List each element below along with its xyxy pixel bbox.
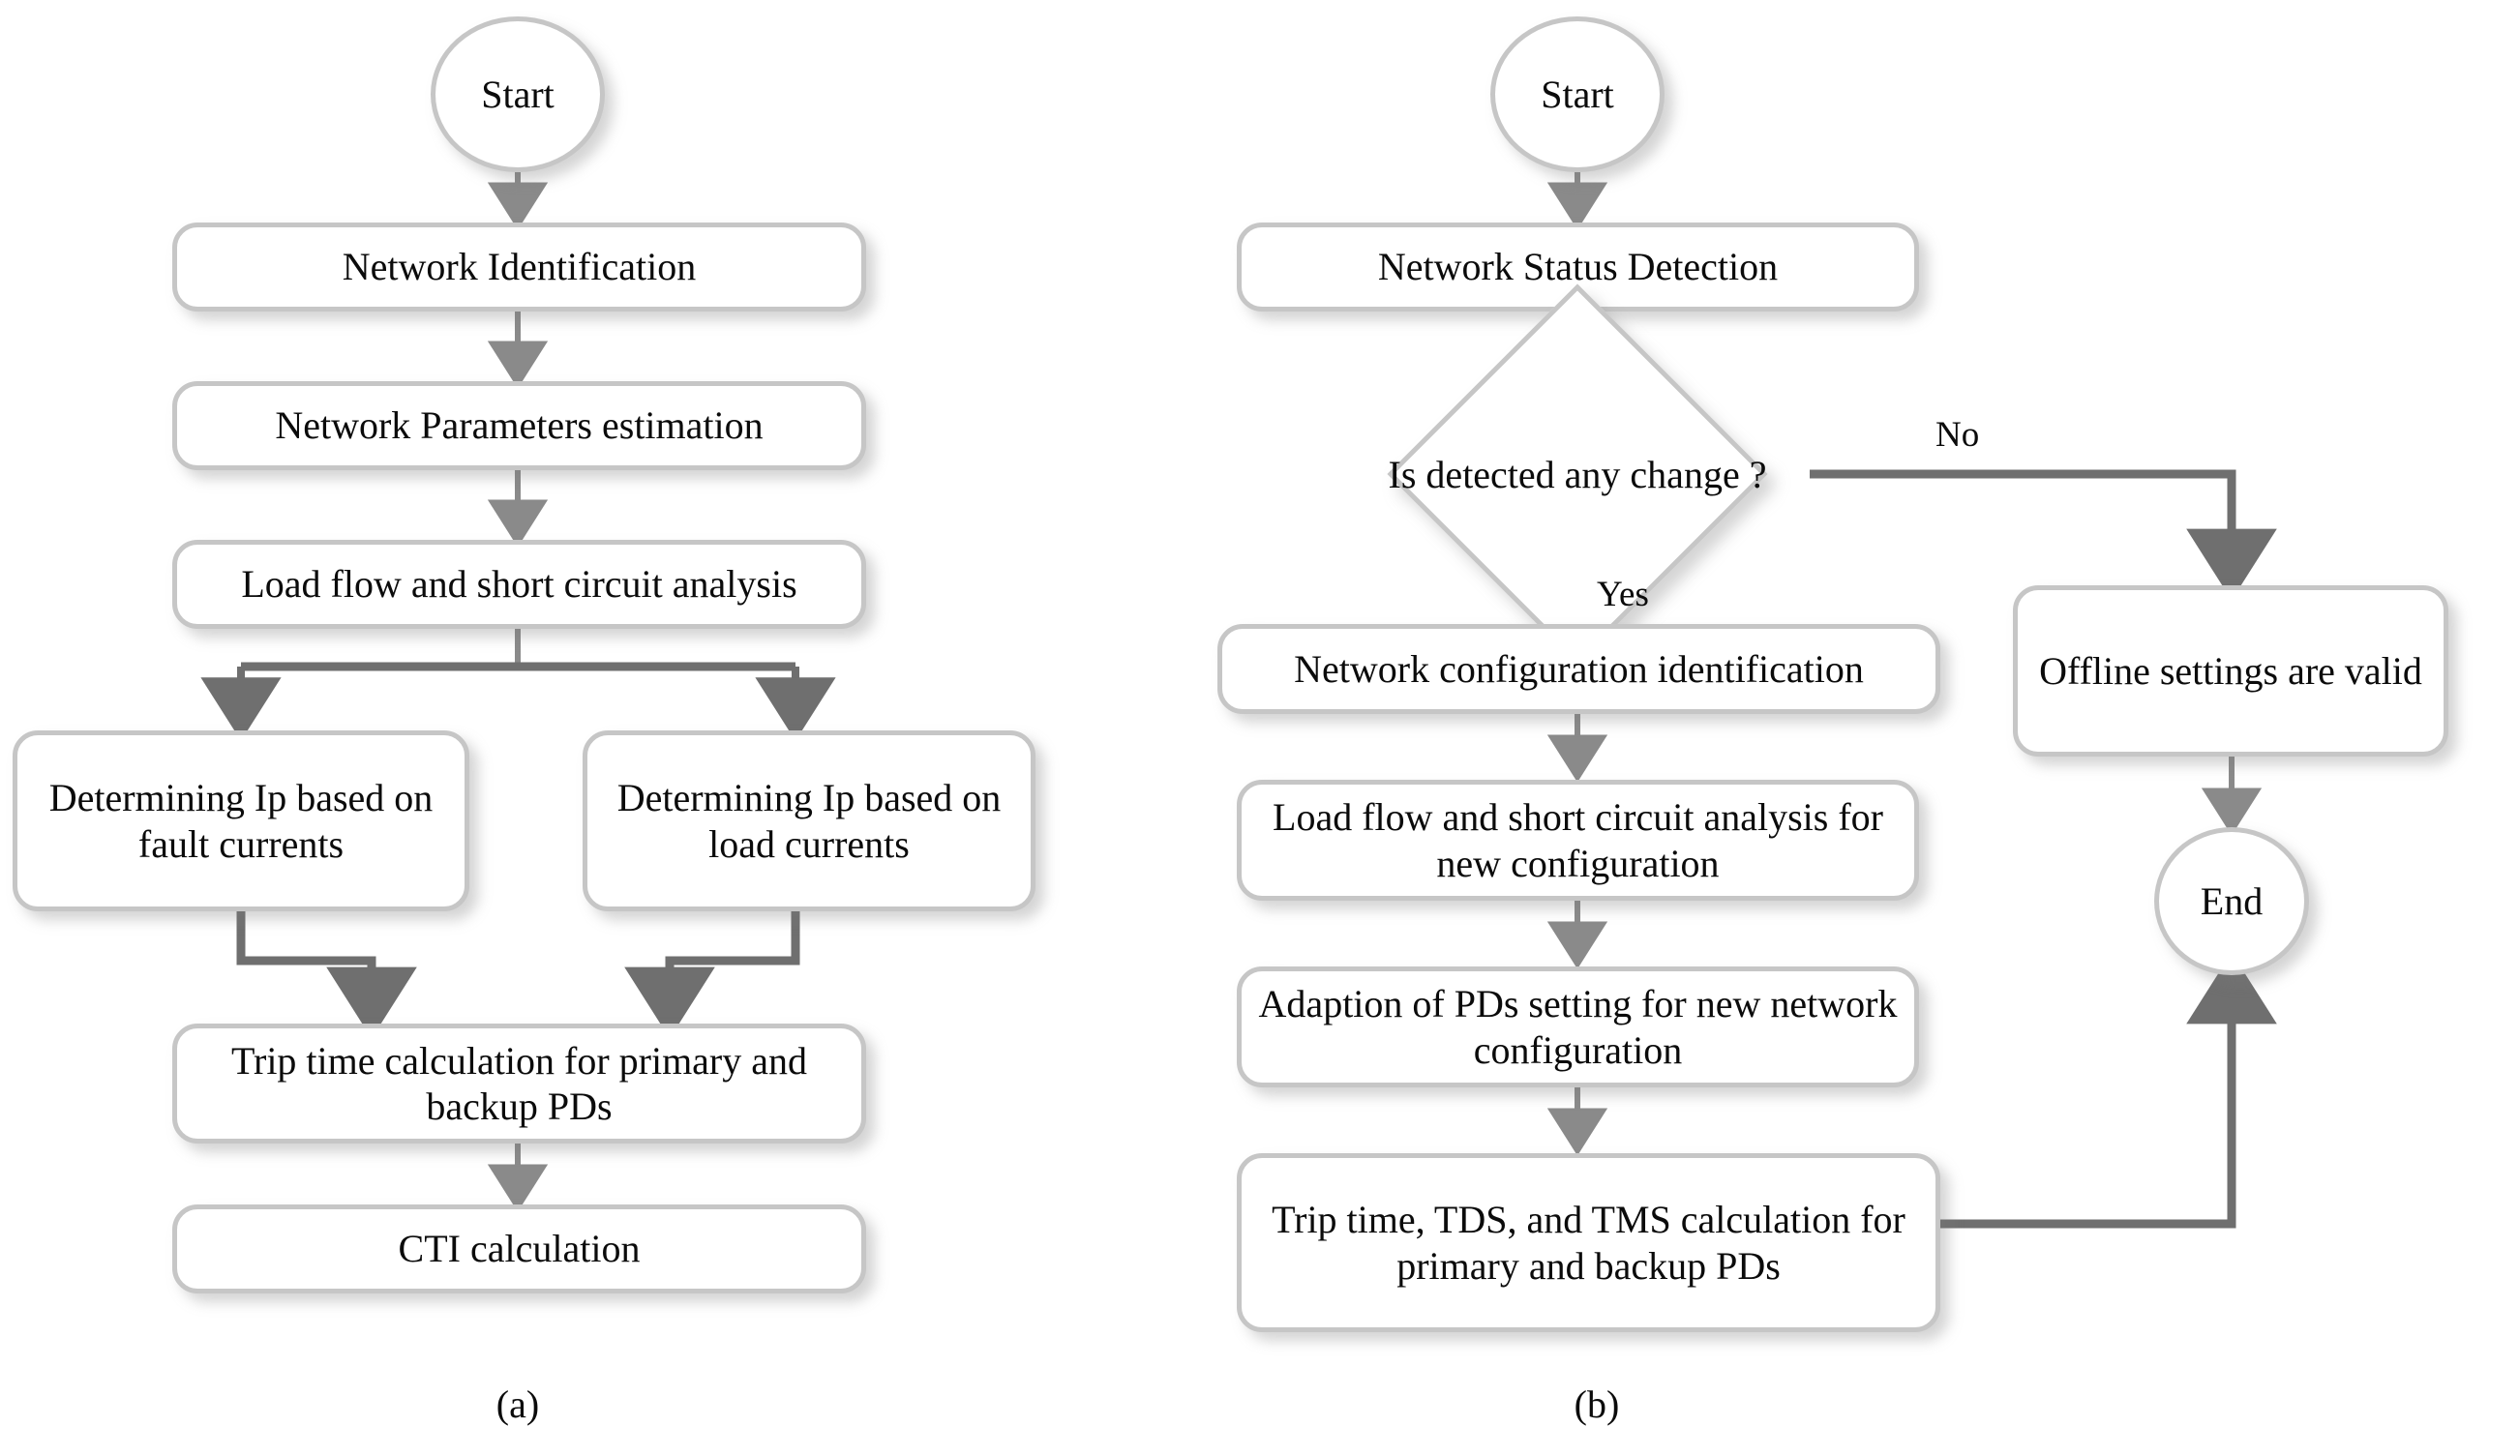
node-a-determining-ip-load[interactable]: Determining Ip based on load currents [583, 730, 1035, 911]
edge-label-yes: Yes [1597, 575, 1649, 614]
edge-a-n5-to-n6 [624, 911, 800, 1039]
node-label: Offline settings are valid [2039, 648, 2422, 693]
node-a-trip-time-calculation[interactable]: Trip time calculation for primary and ba… [172, 1024, 866, 1144]
edge-b-dec-no [1810, 469, 2277, 601]
node-b-decision-change[interactable]: Is detected any change ? [1387, 283, 1768, 665]
node-label: Network configuration identification [1294, 646, 1864, 691]
node-b-offline-settings-valid[interactable]: Offline settings are valid [2013, 585, 2448, 757]
node-label: End [2200, 878, 2264, 923]
node-b-network-configuration-identification[interactable]: Network configuration identification [1217, 624, 1940, 714]
node-label: Start [481, 72, 555, 116]
node-a-start[interactable]: Start [431, 16, 605, 172]
node-b-start[interactable]: Start [1490, 16, 1665, 172]
node-a-determining-ip-fault[interactable]: Determining Ip based on fault currents [13, 730, 469, 911]
panel-caption-a: (a) [495, 1382, 540, 1426]
node-label: Trip time, TDS, and TMS calculation for … [1272, 1198, 1905, 1288]
node-label: Start [1541, 72, 1614, 116]
node-label: Load flow and short circuit analysis [241, 562, 797, 607]
edge-b-n5-to-end [1940, 952, 2277, 1229]
node-a-load-flow-short-circuit[interactable]: Load flow and short circuit analysis [172, 540, 866, 629]
node-label: Determining Ip based on fault currents [48, 776, 434, 866]
node-label: Network Parameters estimation [275, 403, 764, 448]
node-b-end[interactable]: End [2154, 827, 2309, 975]
node-label: Network Identification [342, 245, 697, 289]
node-label: Is detected any change ? [1388, 452, 1767, 496]
edge-a-n4-to-n6 [236, 911, 417, 1039]
node-label: Load flow and short circuit analysis for… [1273, 795, 1883, 885]
node-a-cti-calculation[interactable]: CTI calculation [172, 1204, 866, 1293]
node-a-network-parameters-estimation[interactable]: Network Parameters estimation [172, 381, 866, 470]
node-label: Determining Ip based on load currents [616, 776, 1002, 866]
node-b-trip-time-tds-tms[interactable]: Trip time, TDS, and TMS calculation for … [1237, 1153, 1940, 1332]
node-label: Network Status Detection [1377, 245, 1779, 289]
node-b-load-flow-new-configuration[interactable]: Load flow and short circuit analysis for… [1237, 780, 1919, 901]
panel-caption-b: (b) [1574, 1382, 1620, 1426]
edge-label-no: No [1935, 415, 1980, 455]
node-label: Adaption of PDs setting for new network … [1258, 982, 1898, 1072]
node-label: Trip time calculation for primary and ba… [230, 1038, 808, 1128]
node-b-adaption-pds-setting[interactable]: Adaption of PDs setting for new network … [1237, 966, 1919, 1087]
node-label: CTI calculation [398, 1227, 641, 1271]
node-a-network-identification[interactable]: Network Identification [172, 223, 866, 312]
